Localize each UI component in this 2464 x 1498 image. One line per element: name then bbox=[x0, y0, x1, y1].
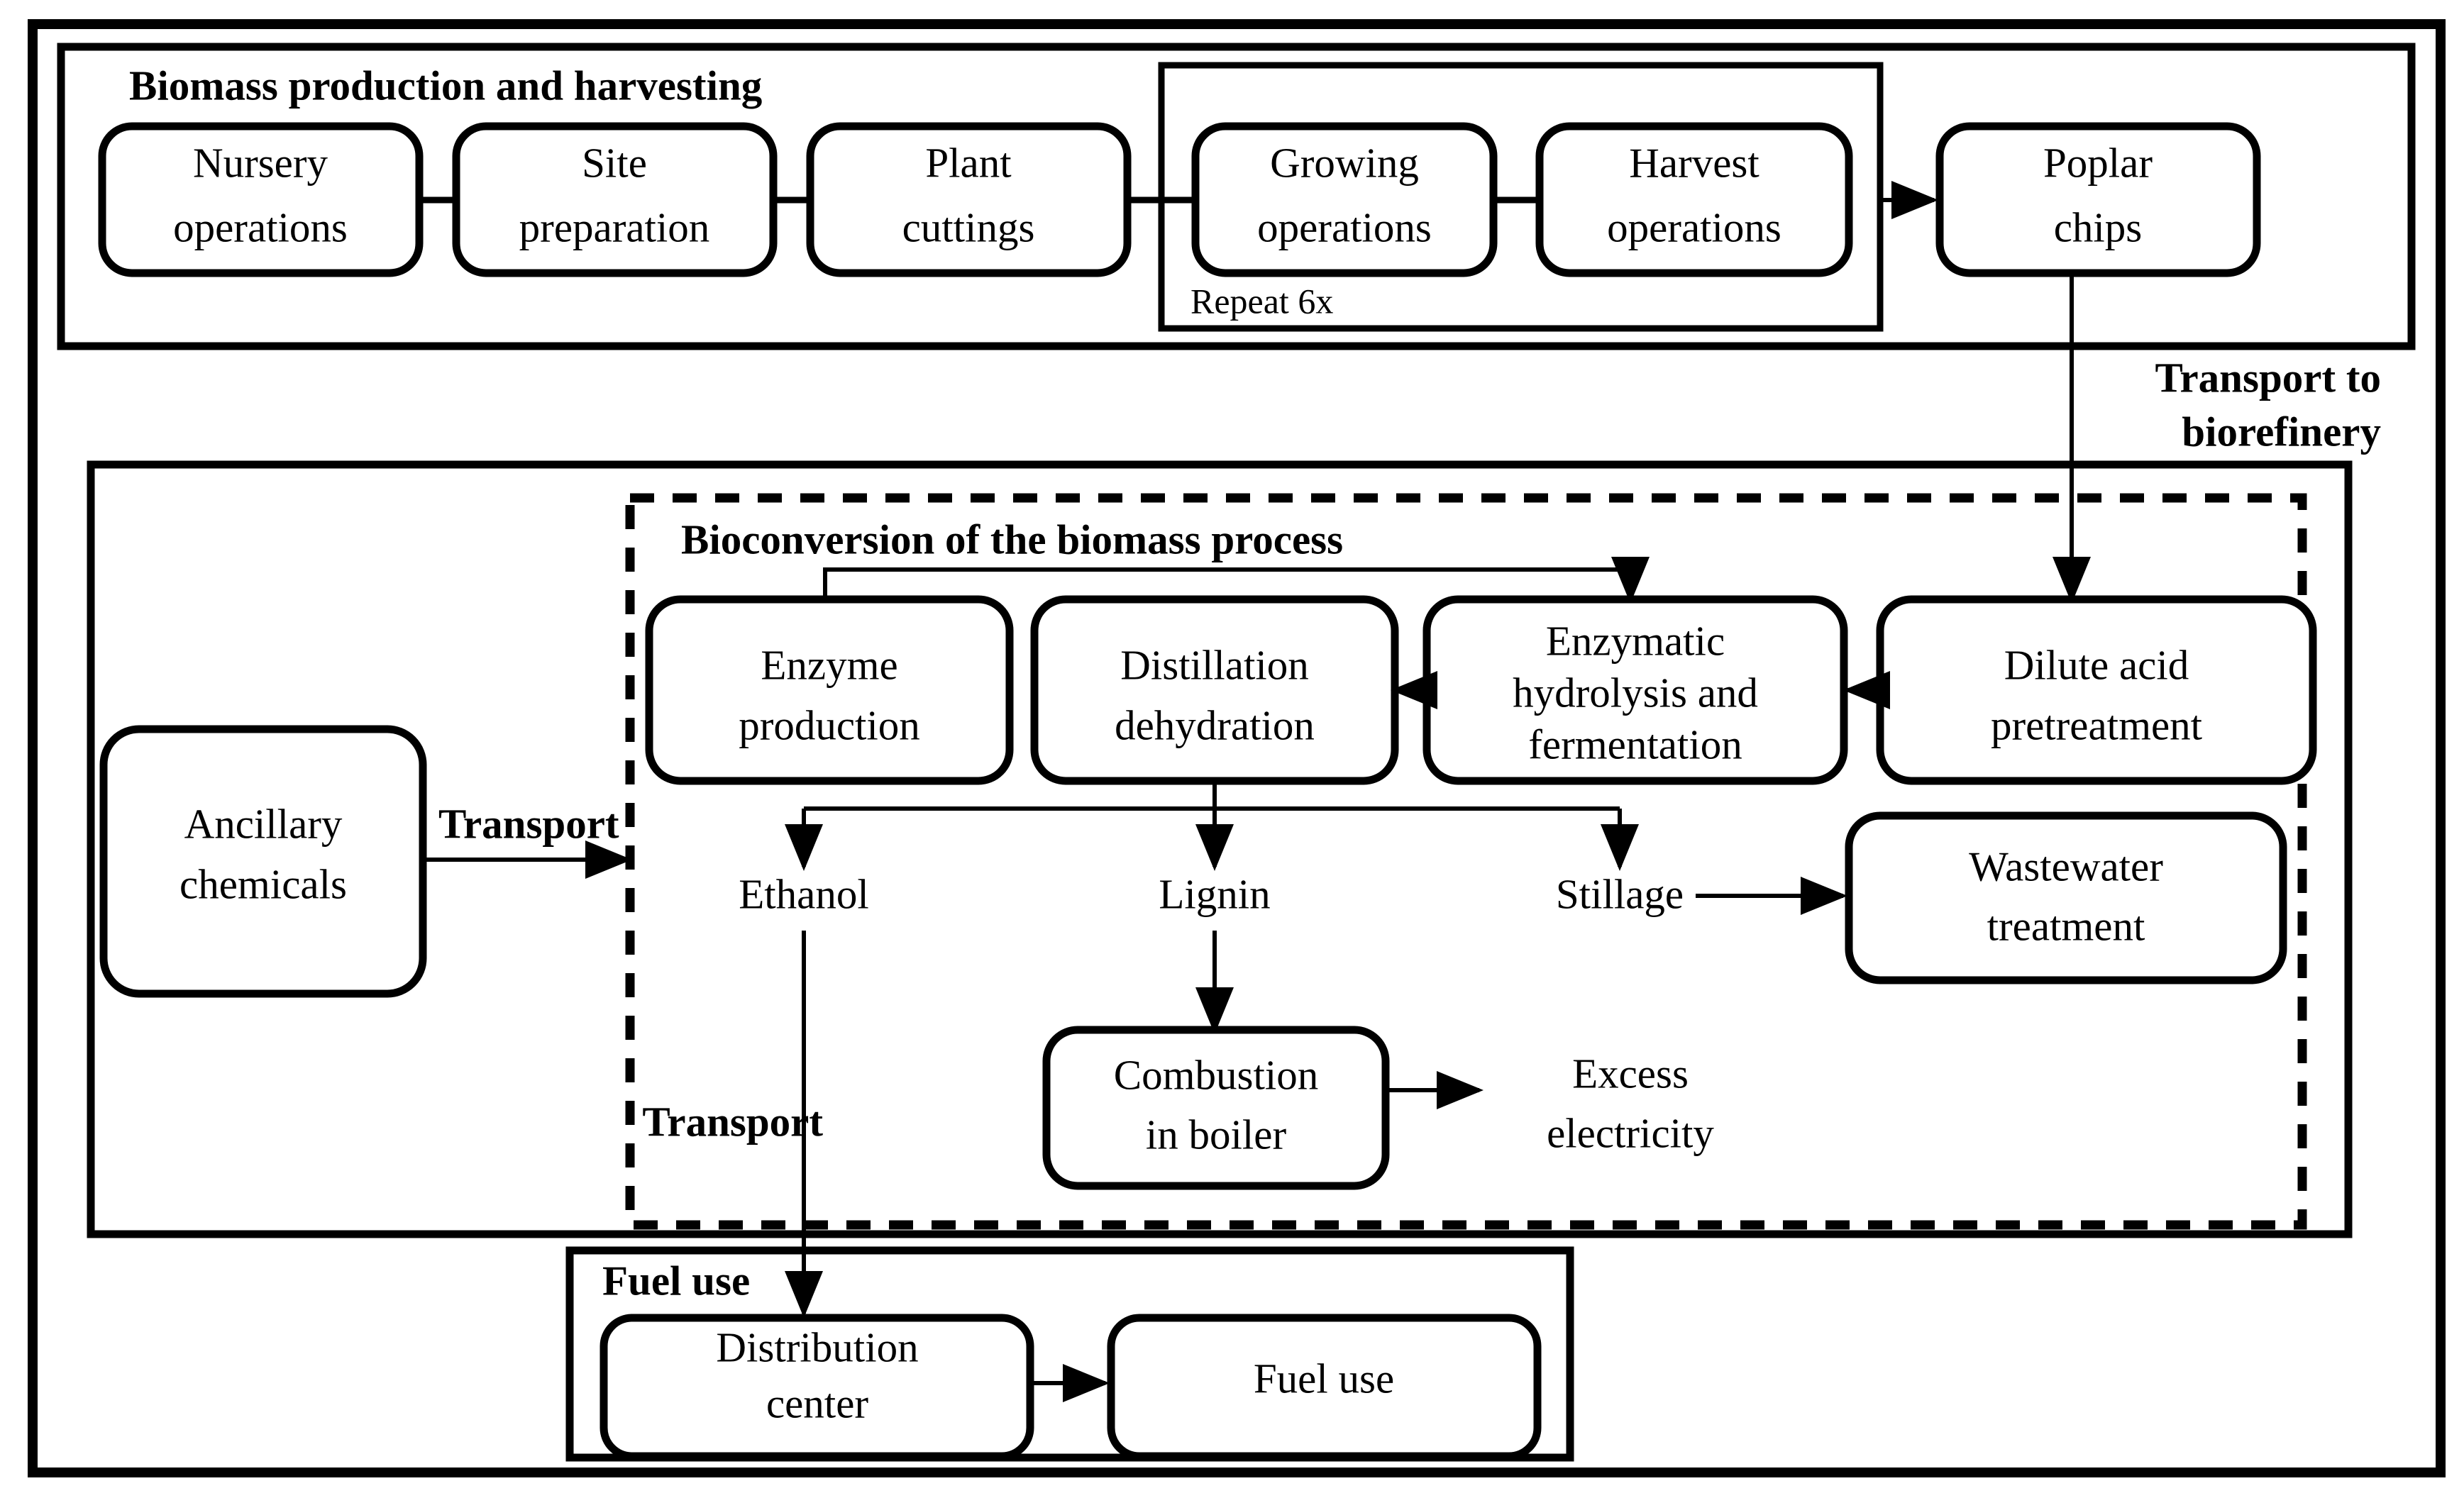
node-wastewater-treatment[interactable] bbox=[1845, 811, 2287, 984]
node-harvest-operations[interactable] bbox=[1535, 122, 1853, 277]
stream-label-lignin: Lignin bbox=[1159, 871, 1270, 918]
node-enzymatic-hydrolysis-line1: Enzymatic bbox=[1546, 618, 1725, 665]
node-enzyme-production-line1: Enzyme bbox=[761, 642, 897, 689]
node-ancillary-chemicals-line1: Ancillary bbox=[184, 801, 343, 848]
repeat-label: Repeat 6x bbox=[1190, 281, 1333, 321]
stream-label-stillage: Stillage bbox=[1556, 871, 1684, 918]
node-ancillary-chemicals-line2: chemicals bbox=[179, 861, 347, 908]
node-growing-operations-line1: Growing bbox=[1270, 140, 1419, 187]
node-site-preparation-line2: preparation bbox=[519, 204, 710, 251]
node-distribution-center[interactable] bbox=[600, 1314, 1034, 1460]
outer-frame bbox=[28, 19, 2446, 1477]
node-enzymatic-hydrolysis-line3: fermentation bbox=[1528, 721, 1742, 768]
node-enzymatic-hydrolysis-line2: hydrolysis and bbox=[1513, 670, 1758, 716]
node-growing-operations-line2: operations bbox=[1257, 204, 1432, 251]
node-poplar-chips-line2: chips bbox=[2054, 204, 2143, 251]
node-harvest-operations-line2: operations bbox=[1607, 204, 1781, 251]
biomass-section-box bbox=[57, 43, 2416, 350]
transport-to-biorefinery-label-line2: biorefinery bbox=[2182, 409, 2381, 455]
node-poplar-chips[interactable] bbox=[1935, 122, 2261, 277]
node-enzyme-production[interactable] bbox=[645, 595, 1014, 785]
node-dilute-acid-pretreatment-line1: Dilute acid bbox=[2004, 642, 2189, 689]
node-dilute-acid-pretreatment[interactable] bbox=[1876, 595, 2317, 785]
node-distillation-dehydration[interactable] bbox=[1030, 595, 1399, 785]
stream-label-excess-electricity-line2: electricity bbox=[1547, 1110, 1714, 1157]
fuel-use-section-box bbox=[565, 1246, 1574, 1462]
arrow-feedback-enzyme-to-hydrolysis bbox=[823, 557, 1650, 604]
transport-ethanol-label: Transport bbox=[642, 1099, 823, 1145]
transport-chemicals-label: Transport bbox=[438, 801, 619, 848]
biomass-section-label: Biomass production and harvesting bbox=[129, 62, 762, 109]
node-nursery-operations-line2: operations bbox=[173, 204, 348, 251]
node-fuel-use-line1: Fuel use bbox=[1254, 1355, 1394, 1402]
split-bus-distillation-outputs bbox=[804, 781, 1620, 811]
node-wastewater-treatment-line1: Wastewater bbox=[1969, 843, 2163, 890]
node-site-preparation-line1: Site bbox=[582, 140, 647, 187]
node-distribution-center-line2: center bbox=[766, 1380, 868, 1427]
node-plant-cuttings-line2: cuttings bbox=[902, 204, 1035, 251]
biorefinery-section-box bbox=[87, 460, 2353, 1238]
node-combustion-in-boiler-line2: in boiler bbox=[1146, 1111, 1287, 1158]
stream-label-ethanol: Ethanol bbox=[739, 871, 869, 918]
node-distillation-dehydration-line2: dehydration bbox=[1115, 702, 1315, 749]
node-poplar-chips-line1: Poplar bbox=[2043, 140, 2153, 187]
node-plant-cuttings-line1: Plant bbox=[925, 140, 1012, 187]
fuel-use-section-label: Fuel use bbox=[602, 1258, 750, 1304]
node-combustion-in-boiler[interactable] bbox=[1042, 1026, 1390, 1190]
node-distillation-dehydration-line1: Distillation bbox=[1120, 642, 1309, 689]
bioconversion-section-label: Bioconversion of the biomass process bbox=[681, 516, 1343, 563]
stream-label-excess-electricity-line1: Excess bbox=[1572, 1050, 1689, 1097]
node-enzyme-production-line2: production bbox=[739, 702, 920, 749]
node-fuel-use[interactable] bbox=[1107, 1314, 1542, 1460]
node-nursery-operations-line1: Nursery bbox=[193, 140, 328, 187]
node-dilute-acid-pretreatment-line2: pretreatment bbox=[1991, 702, 2203, 749]
node-distribution-center-line1: Distribution bbox=[716, 1324, 918, 1371]
node-wastewater-treatment-line2: treatment bbox=[1987, 903, 2145, 950]
node-combustion-in-boiler-line1: Combustion bbox=[1114, 1052, 1319, 1099]
node-harvest-operations-line1: Harvest bbox=[1629, 140, 1759, 187]
transport-to-biorefinery-label-line1: Transport to bbox=[2155, 355, 2381, 401]
